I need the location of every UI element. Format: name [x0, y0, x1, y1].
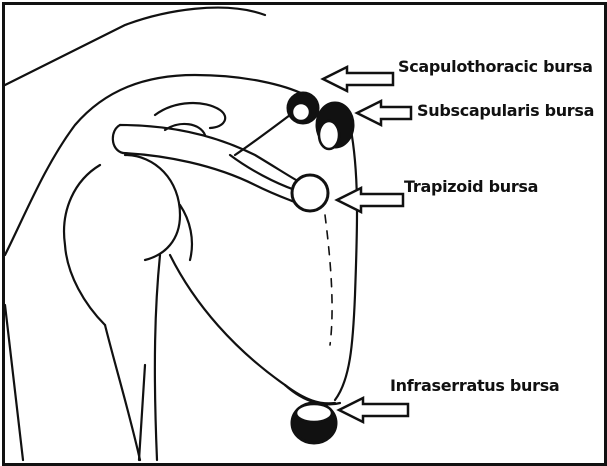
subscapularis-bursa-label: Subscapularis bursa: [417, 101, 594, 120]
bursae: [288, 93, 353, 443]
arm-outline-mid: [155, 255, 160, 460]
trapizoid-bursa: [292, 175, 328, 211]
neck-outline: [5, 8, 265, 85]
subscapularis-bursa-highlight: [319, 121, 339, 149]
scapula-upper-border: [235, 115, 290, 155]
scapula-lateral-border: [170, 255, 335, 403]
humeral-head-inner: [125, 155, 180, 260]
scapula-inner-line: [325, 215, 332, 345]
scapulothoracic-bursa-label: Scapulothoracic bursa: [398, 57, 593, 76]
trapizoid-bursa-label: Trapizoid bursa: [404, 177, 538, 196]
scapulothoracic-bursa-highlight: [292, 103, 310, 121]
arrow-trapizoid: [337, 188, 403, 212]
arm-outline-inner: [105, 325, 140, 460]
scapula-medial-border: [335, 125, 357, 400]
acromion-tip: [113, 125, 123, 153]
infraserratus-bursa-label: Infraserratus bursa: [390, 376, 559, 395]
scapula-glenoid: [180, 205, 192, 260]
arrow-subscapularis: [357, 101, 411, 125]
scapula-bottom: [285, 385, 340, 404]
humeral-head: [64, 165, 105, 325]
arm-center-line: [139, 365, 145, 460]
arrow-scapulothoracic: [323, 67, 393, 91]
arm-outline-left: [5, 305, 23, 460]
infraserratus-bursa-top: [296, 404, 332, 422]
arrow-infraserratus: [339, 398, 408, 422]
